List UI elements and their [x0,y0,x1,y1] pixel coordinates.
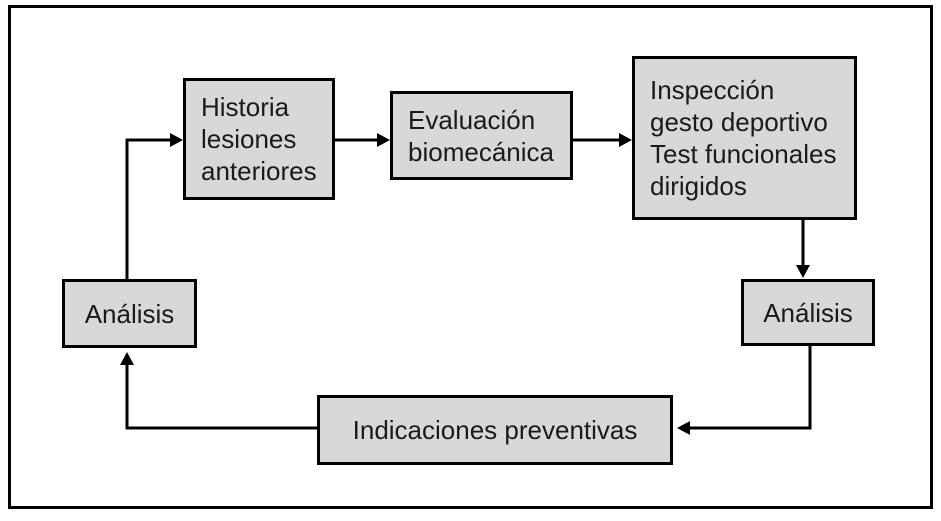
node-label: Análisis [763,297,853,328]
node-historia-lesiones-anteriores: Historia lesiones anteriores [183,78,335,200]
node-label: Análisis [84,298,175,329]
node-analisis-left: Análisis [62,279,197,348]
node-inspeccion-test-funcionales: Inspección gesto deportivo Test funciona… [632,56,857,220]
node-evaluacion-biomecanica: Evaluación biomecánica [390,91,573,180]
node-label: Inspección gesto deportivo Test funciona… [650,75,837,201]
node-label: Evaluación biomecánica [408,104,554,167]
node-analisis-right: Análisis [741,279,875,346]
node-label: Indicaciones preventivas [352,415,638,445]
node-label: Historia lesiones anteriores [201,92,317,186]
node-indicaciones-preventivas: Indicaciones preventivas [317,395,673,465]
diagram-frame [8,5,933,509]
